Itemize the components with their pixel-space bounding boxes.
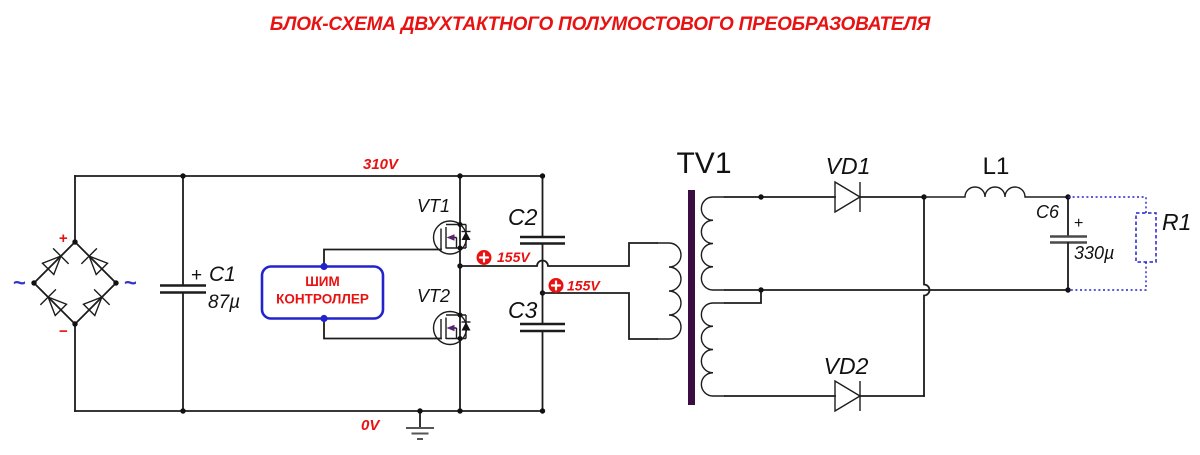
diode-vd2: VD2	[824, 353, 925, 413]
vd2-ref-label: VD2	[824, 353, 869, 379]
capacitor-c3: C3	[508, 292, 565, 412]
upper-half-voltage-label: 155V	[497, 249, 531, 265]
bridge-minus-label: −	[59, 323, 68, 340]
bridge-diode-icon	[82, 288, 111, 317]
c6-ref-label: C6	[1036, 202, 1060, 222]
c1-polarity-label: +	[191, 265, 202, 286]
capacitor-c6: C6 + 330µ	[1036, 194, 1114, 293]
capacitor-c2: C2	[508, 175, 565, 294]
c2-ref-label: C2	[508, 204, 538, 230]
lower-half-voltage-label: 155V	[567, 278, 601, 294]
wire-primary-feed	[459, 242, 658, 340]
bridge-diode-icon	[39, 288, 68, 317]
voltage-badge-upper: 155V	[476, 249, 531, 265]
mosfet-vt1: VT1	[417, 196, 471, 255]
pwm-controller: ШИМ КОНТРОЛЛЕР	[260, 248, 442, 340]
bridge-diode-icon	[80, 247, 109, 276]
plus-icon	[550, 280, 562, 291]
ground-voltage-label: 0V	[361, 417, 381, 434]
c6-value-label: 330µ	[1074, 243, 1114, 263]
plus-icon	[478, 252, 490, 263]
inductor-l1: L1	[924, 153, 1068, 198]
c3-ref-label: C3	[508, 297, 538, 323]
transformer-core	[688, 190, 695, 405]
pwm-label-line2: КОНТРОЛЛЕР	[276, 292, 369, 307]
bridge-rectifier: + − ~ ~	[13, 230, 137, 340]
wire-dc-bus	[74, 175, 544, 412]
diode-vd1: VD1	[826, 153, 925, 214]
transformer-tv1: TV1	[657, 147, 1069, 405]
vd1-ref-label: VD1	[826, 153, 871, 179]
vt2-ref-label: VT2	[417, 286, 450, 306]
tv1-ref-label: TV1	[676, 147, 731, 180]
c1-ref-label: C1	[209, 263, 236, 286]
r1-ref-label: R1	[1162, 209, 1191, 235]
mosfet-arrow-icon	[446, 324, 455, 332]
ground-icon	[406, 408, 434, 440]
ac-input-left-icon: ~	[13, 270, 26, 295]
bridge-diode-icon	[41, 247, 70, 276]
pwm-label-line1: ШИМ	[305, 274, 340, 289]
vt1-ref-label: VT1	[417, 196, 450, 216]
c1-value-label: 87µ	[208, 292, 240, 313]
c6-polarity-label: +	[1074, 215, 1083, 232]
voltage-badge-lower: 155V	[548, 278, 601, 294]
body-diode-icon	[461, 322, 471, 331]
body-diode-icon	[461, 231, 471, 240]
page-title: БЛОК-СХЕМА ДВУХТАКТНОГО ПОЛУМОСТОВОГО ПР…	[270, 14, 932, 35]
resistor-r1: R1	[1068, 196, 1191, 291]
ac-input-right-icon: ~	[124, 270, 137, 295]
wire-rectifier-join	[923, 196, 931, 397]
capacitor-c1: + C1 87µ	[160, 173, 240, 414]
bus-voltage-label: 310V	[363, 156, 400, 173]
l1-ref-label: L1	[983, 153, 1010, 180]
bridge-plus-label: +	[59, 230, 68, 247]
mosfet-arrow-icon	[446, 234, 455, 241]
mosfet-vt2: VT2	[417, 286, 471, 346]
